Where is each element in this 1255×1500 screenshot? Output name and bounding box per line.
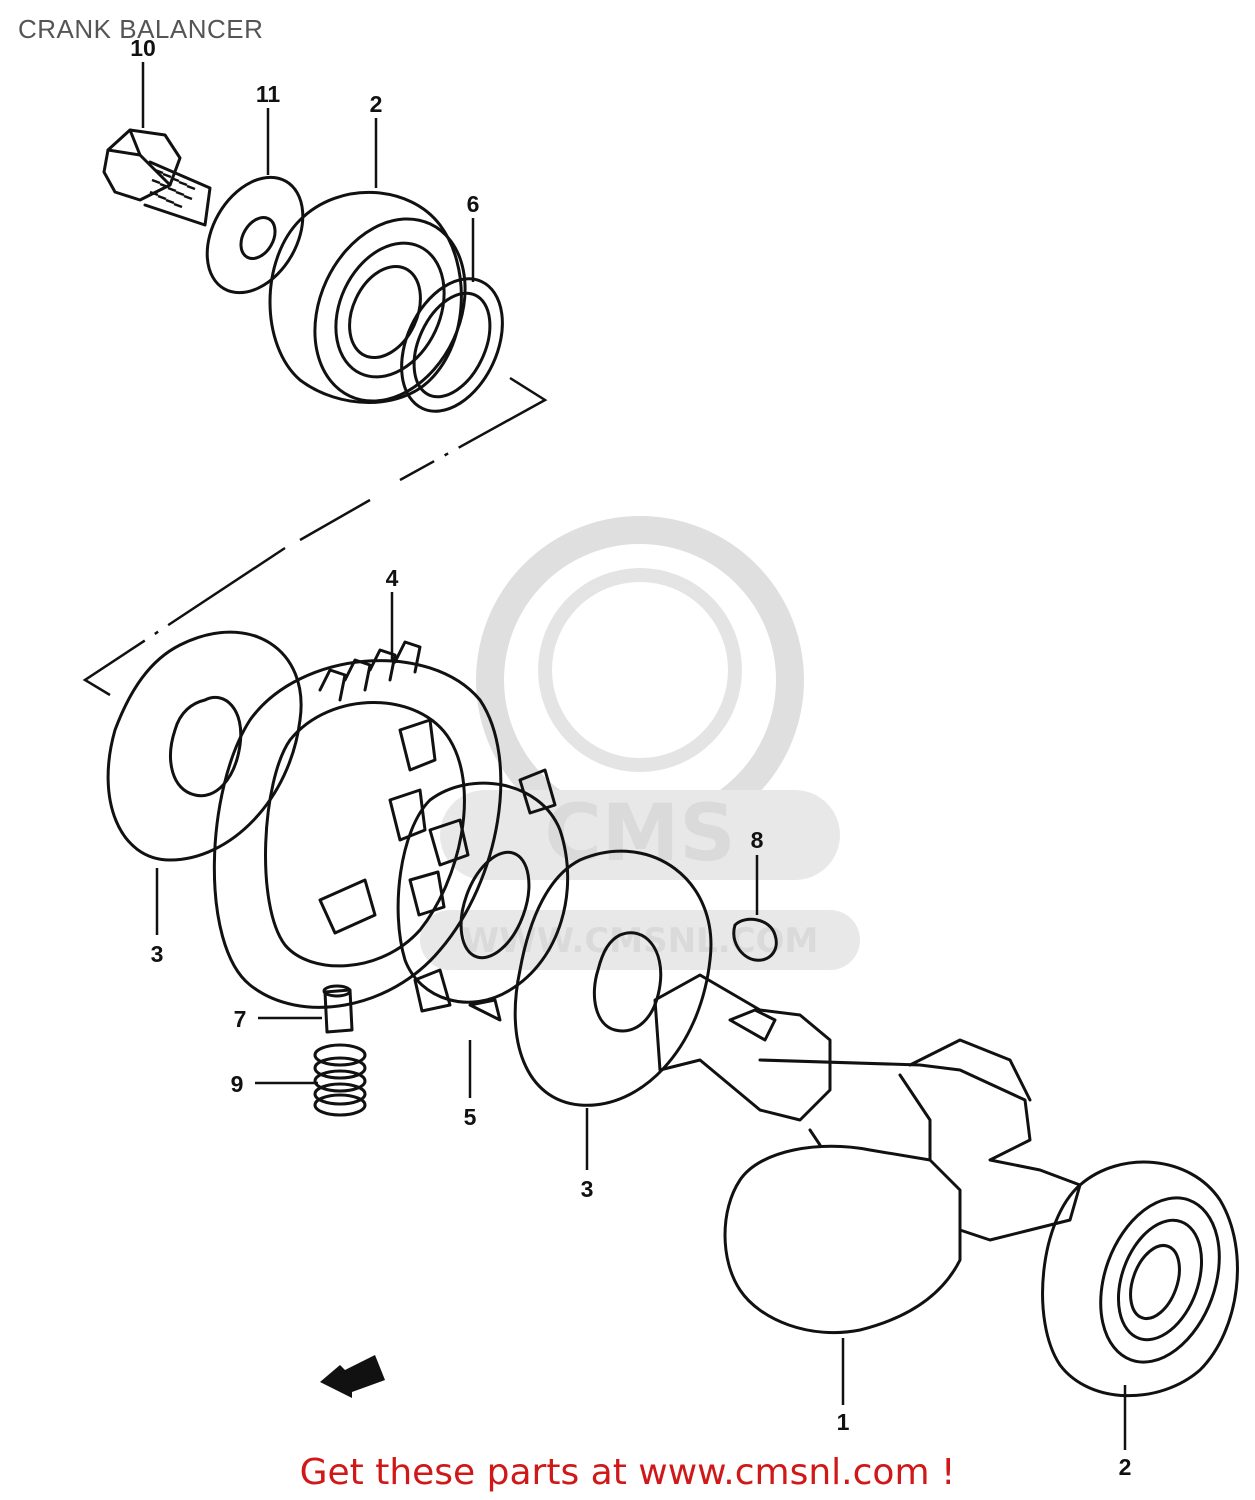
part-8-key — [732, 917, 778, 962]
callout-9: 9 — [231, 1071, 244, 1097]
front-arrow-icon — [320, 1355, 385, 1398]
watermark-url: WWW.CMSNL.COM — [462, 921, 819, 961]
part-2-bearing-top — [268, 191, 467, 404]
part-10-bolt — [102, 128, 212, 227]
callout-2-top: 2 — [370, 91, 383, 117]
watermark-brand: CMS — [544, 789, 735, 879]
footer-link[interactable]: Get these parts at www.cmsnl.com ! — [299, 1452, 956, 1493]
callout-2-bottom: 2 — [1119, 1454, 1132, 1480]
part-3-plate-left — [106, 630, 303, 862]
callout-11: 11 — [256, 81, 281, 107]
part-9-spring — [313, 1043, 367, 1117]
part-4-gear — [212, 640, 503, 1009]
part-3-plate-mid — [513, 849, 713, 1107]
callout-6: 6 — [467, 191, 480, 217]
part-1-balancer-shaft — [653, 973, 1082, 1335]
callout-5: 5 — [464, 1104, 477, 1130]
callout-8: 8 — [751, 827, 764, 853]
part-2-bearing-bottom — [1041, 1160, 1239, 1398]
callout-3-mid: 3 — [581, 1176, 594, 1202]
part-5-damper — [396, 768, 570, 1022]
callout-3-left: 3 — [151, 941, 164, 967]
part-7-pin — [322, 984, 354, 1034]
watermark: CMS WWW.CMSNL.COM — [420, 516, 860, 970]
callout-7: 7 — [234, 1006, 247, 1032]
callout-1: 1 — [837, 1409, 850, 1435]
assembly-center-line — [82, 376, 548, 697]
callout-4: 4 — [386, 565, 399, 591]
part-6-seal — [400, 277, 504, 413]
diagram-title: CRANK BALANCER — [18, 14, 264, 44]
callout-10: 10 — [130, 35, 156, 61]
leader-lines — [141, 62, 1127, 1450]
part-11-washer — [205, 175, 305, 295]
